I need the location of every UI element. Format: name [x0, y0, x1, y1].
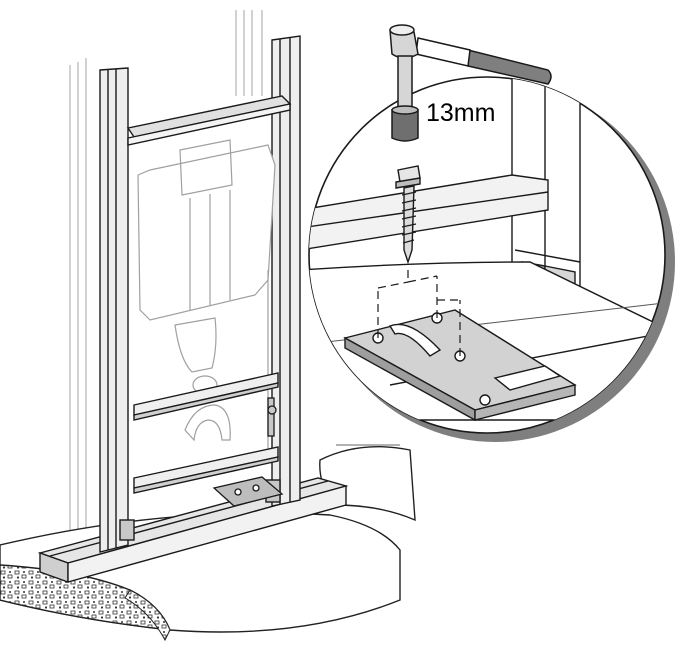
- wrench-size-label: 13mm: [426, 99, 495, 127]
- wall-studs: [69, 10, 263, 560]
- wall-bracket-handle: [267, 397, 277, 437]
- frame-middle-bars: [133, 372, 279, 494]
- zoom-callout: [308, 76, 675, 442]
- zoom-crossbar: [309, 174, 549, 251]
- socket-wrench: [389, 24, 552, 142]
- frame-top-bar: [126, 95, 292, 146]
- wrench-handle: [467, 49, 552, 85]
- wrench-socket: [397, 55, 413, 111]
- screw: [395, 165, 421, 265]
- frame-upright-left: [99, 67, 135, 553]
- foot-plate-small: [212, 476, 284, 507]
- alignment-dashes: [377, 270, 461, 356]
